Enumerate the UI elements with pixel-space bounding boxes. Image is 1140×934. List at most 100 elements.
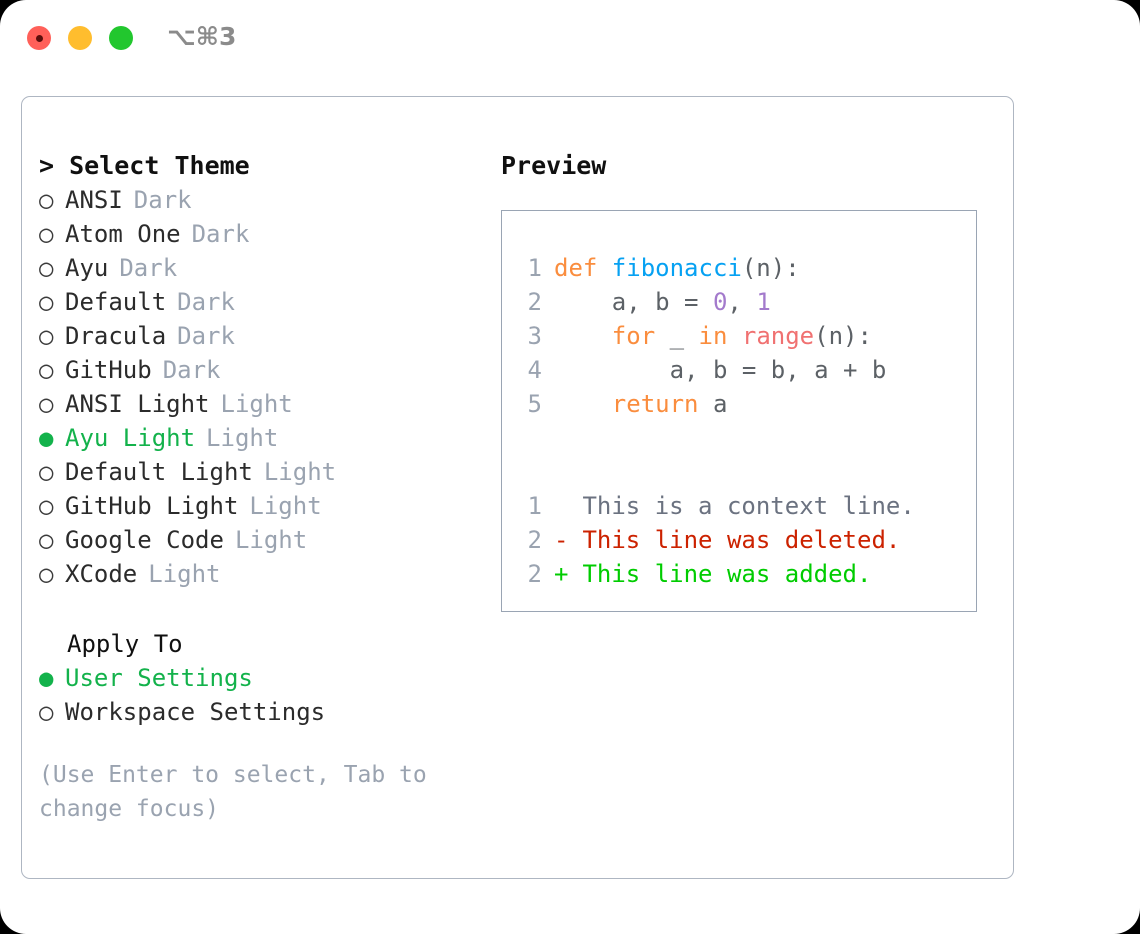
theme-list-item[interactable]: ○ Atom One Dark (39, 217, 489, 251)
code-token: 0 (712, 288, 728, 316)
section-spacer (39, 591, 489, 627)
theme-name: GitHub (65, 356, 152, 384)
diff-line-deleted: 2 - This line was deleted. (516, 523, 976, 557)
theme-name: Atom One (65, 220, 181, 248)
theme-name: XCode (65, 560, 138, 588)
theme-name: ANSI (65, 186, 123, 214)
code-token: (n): (814, 322, 872, 350)
line-number: 2 (527, 288, 542, 316)
code-token: fibonacci (611, 254, 742, 282)
theme-name: Ayu (65, 254, 109, 282)
theme-variant-tag: Light (206, 424, 279, 452)
select-theme-header: > Select Theme (39, 151, 250, 180)
code-token (554, 387, 612, 421)
window-title-shortcut: ⌥⌘3 (167, 22, 237, 51)
code-token: def (554, 254, 612, 282)
diff-marker (554, 489, 568, 523)
line-number: 4 (527, 356, 542, 384)
diff-text: This line was deleted. (582, 526, 901, 554)
theme-variant-tag: Light (234, 526, 308, 554)
diff-line-context: 1 This is a context line. (516, 489, 976, 523)
line-number: 1 (527, 492, 542, 520)
theme-name: Google Code (65, 526, 224, 554)
theme-name: ANSI Light (65, 390, 210, 418)
radio-icon: ○ (39, 458, 54, 486)
theme-list: ○ ANSI Dark ○ Atom One Dark ○ Ayu Dark (39, 183, 489, 591)
code-line: 1 def fibonacci (n): (516, 251, 976, 285)
zoom-button-icon[interactable] (109, 26, 133, 50)
theme-list-item[interactable]: ○ Default Light Light (39, 455, 489, 489)
theme-variant-tag: Light (148, 560, 221, 588)
code-token: in (698, 322, 728, 350)
code-token (727, 319, 741, 353)
radio-icon: ○ (39, 322, 54, 350)
apply-to-header: Apply To (67, 630, 183, 658)
code-token: range (741, 322, 815, 350)
code-token: return (611, 390, 699, 418)
radio-icon: ○ (39, 560, 54, 588)
title-bar: ⌥⌘3 (0, 0, 1140, 78)
line-number: 1 (527, 254, 542, 282)
code-token: (n): (741, 254, 800, 282)
code-token (554, 319, 612, 353)
theme-variant-tag: Dark (177, 288, 235, 316)
theme-name: Default (65, 288, 167, 316)
diff-line-added: 2 + This line was added. (516, 557, 976, 591)
code-preview-box: 1 def fibonacci (n): 2 a, b = 0 , 1 3 (501, 210, 977, 612)
line-number: 2 (527, 560, 542, 588)
theme-name: Default Light (65, 458, 253, 486)
theme-variant-tag: Light (220, 390, 293, 418)
theme-selector-column: > Select Theme ○ ANSI Dark ○ Atom One Da… (39, 149, 489, 826)
theme-list-item[interactable]: ○ XCode Light (39, 557, 489, 591)
radio-icon: ○ (39, 492, 54, 520)
keyboard-hint-text: (Use Enter to select, Tab to change focu… (39, 762, 427, 822)
radio-icon-selected: ● (39, 424, 54, 452)
preview-header: Preview (501, 151, 607, 180)
code-token: 1 (756, 288, 771, 316)
radio-icon: ○ (39, 698, 54, 726)
line-number: 2 (527, 526, 542, 554)
apply-to-option-user[interactable]: ● User Settings (39, 661, 489, 695)
main-panel: > Select Theme ○ ANSI Dark ○ Atom One Da… (21, 96, 1014, 879)
theme-variant-tag: Dark (191, 220, 250, 248)
diff-text: This is a context line. (582, 492, 915, 520)
theme-list-item[interactable]: ○ GitHub Dark (39, 353, 489, 387)
radio-icon: ○ (39, 254, 54, 282)
apply-to-label: User Settings (65, 664, 253, 692)
apply-to-option-workspace[interactable]: ○ Workspace Settings (39, 695, 489, 729)
line-number: 3 (527, 322, 542, 350)
radio-icon-selected: ● (39, 664, 54, 692)
theme-list-item-selected[interactable]: ● Ayu Light Light (39, 421, 489, 455)
theme-variant-tag: Dark (133, 186, 192, 214)
minimize-button-icon[interactable] (68, 26, 92, 50)
theme-name: Dracula (65, 322, 167, 350)
line-number: 5 (527, 390, 542, 418)
theme-list-item[interactable]: ○ ANSI Light Light (39, 387, 489, 421)
theme-list-item[interactable]: ○ Google Code Light (39, 523, 489, 557)
theme-list-item[interactable]: ○ GitHub Light Light (39, 489, 489, 523)
theme-list-item[interactable]: ○ ANSI Dark (39, 183, 489, 217)
theme-variant-tag: Light (249, 492, 322, 520)
apply-to-list: ● User Settings ○ Workspace Settings (39, 661, 489, 729)
diff-text: This line was added. (582, 560, 872, 588)
close-button-icon[interactable] (27, 26, 51, 50)
theme-variant-tag: Dark (119, 254, 178, 282)
radio-icon: ○ (39, 288, 54, 316)
code-token: _ (655, 322, 699, 350)
theme-list-item[interactable]: ○ Dracula Dark (39, 319, 489, 353)
theme-list-item[interactable]: ○ Ayu Dark (39, 251, 489, 285)
code-token: a, b = b, a + b (554, 356, 887, 384)
theme-variant-tag: Dark (177, 322, 235, 350)
theme-list-item[interactable]: ○ Default Dark (39, 285, 489, 319)
code-line: 4 a, b = b, a + b (516, 353, 976, 387)
preview-column: Preview 1 def fibonacci (n): 2 a, b = 0 … (501, 149, 991, 612)
radio-icon: ○ (39, 356, 54, 384)
code-token: a, b = (554, 288, 713, 316)
theme-variant-tag: Light (263, 458, 337, 486)
diff-marker: - (554, 526, 569, 554)
theme-name: GitHub Light (65, 492, 239, 520)
code-line: 2 a, b = 0 , 1 (516, 285, 976, 319)
theme-variant-tag: Dark (162, 356, 221, 384)
code-line: 5 return a (516, 387, 976, 421)
